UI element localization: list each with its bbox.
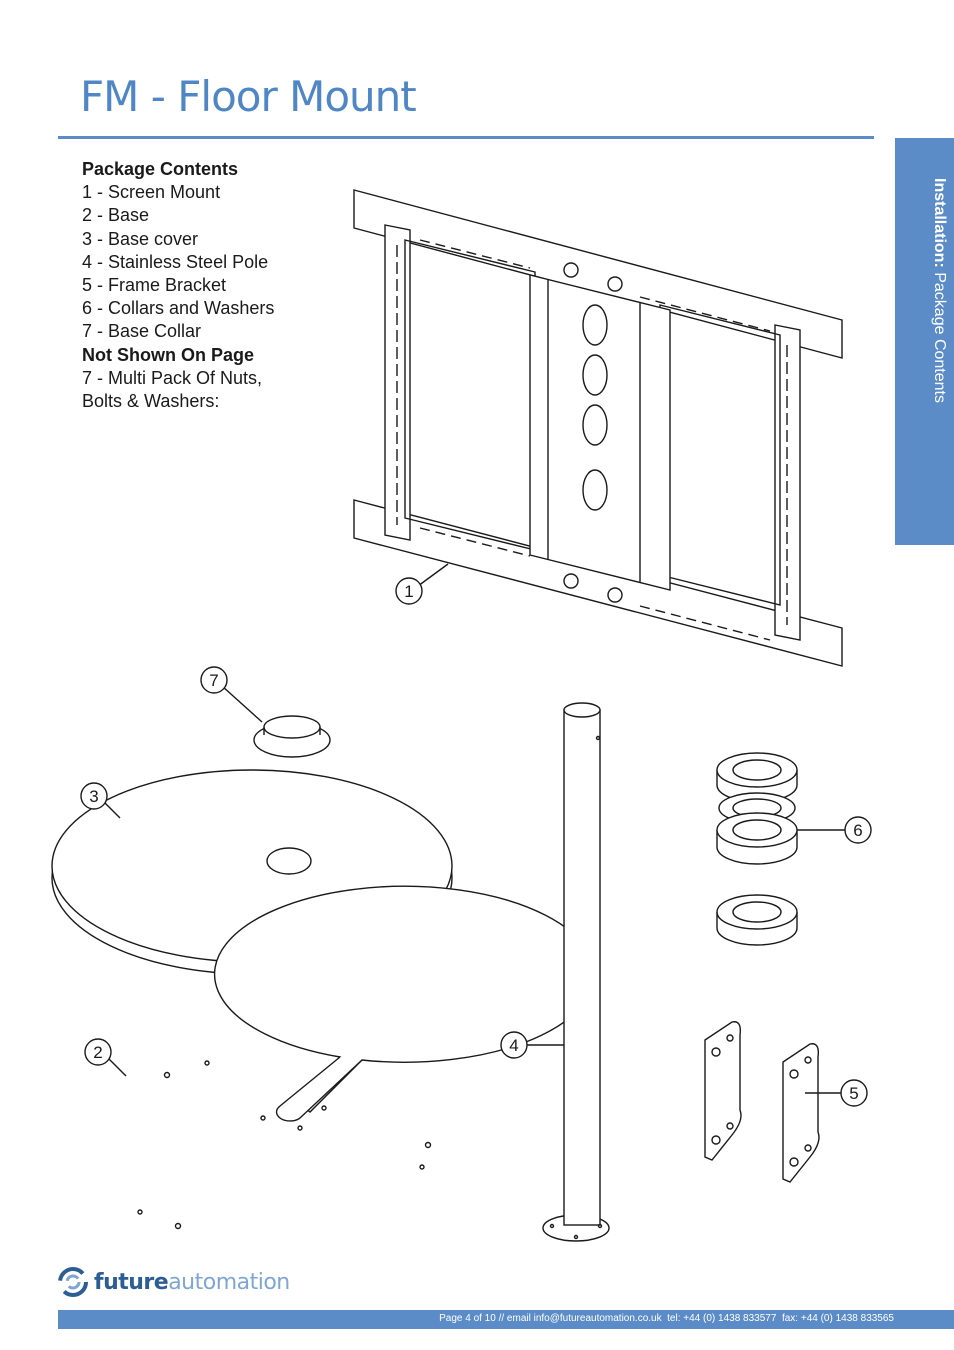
company-logo: futureautomation (58, 1265, 290, 1299)
parts-illustration: 1 7 3 2 (51, 189, 872, 1242)
callout-5-circle (840, 1079, 868, 1107)
base-collar-drawing (253, 715, 331, 758)
title-divider (58, 136, 874, 139)
contents-item-1: 1 - Screen Mount (82, 182, 221, 203)
not-shown-heading: Not Shown On Page (82, 344, 255, 365)
contents-item-5: 5 - Frame Bracket (82, 275, 227, 296)
package-contents-list: Package Contents 1 - Screen Mount 2 - Ba… (82, 158, 274, 413)
callout-5-label: 5 (849, 1084, 858, 1103)
side-tab-section: Installation: (931, 178, 948, 268)
callout-7-label: 7 (209, 671, 218, 690)
screen-mount-drawing (353, 189, 843, 667)
callout-2-label: 2 (93, 1043, 102, 1062)
callout-1-circle (395, 577, 423, 605)
side-tab-topic: Package Contents (931, 267, 948, 403)
logo-wordmark: futureautomation (94, 1269, 290, 1295)
not-shown-item-line1: 7 - Multi Pack Of Nuts, (82, 367, 263, 388)
contents-heading: Package Contents (82, 159, 239, 179)
contents-item-6: 6 - Collars and Washers (82, 298, 275, 319)
footer-bar (58, 1310, 954, 1329)
callout-6-label: 6 (853, 821, 862, 840)
steel-pole-drawing (542, 702, 610, 1242)
footer-contact-text: Page 4 of 10 // email info@futureautomat… (439, 1313, 894, 1324)
side-tab (895, 138, 954, 545)
contents-item-2: 2 - Base (82, 205, 150, 226)
not-shown-item-line2: Bolts & Washers: (82, 391, 220, 412)
frame-brackets-drawing (704, 1021, 820, 1183)
callout-4-circle (500, 1031, 528, 1059)
collars-washers-drawing (716, 752, 798, 946)
callout-1-label: 1 (404, 582, 413, 601)
callout-3-label: 3 (89, 787, 98, 806)
swirl-logo-icon (58, 1267, 88, 1297)
contents-item-7: 7 - Base Collar (82, 321, 202, 342)
contents-item-3: 3 - Base cover (82, 228, 199, 249)
side-tab-label: Installation: Package Contents (898, 178, 948, 478)
contents-item-4: 4 - Stainless Steel Pole (82, 251, 269, 272)
callout-3-circle (80, 782, 108, 810)
callout-6-circle (844, 816, 872, 844)
callout-7-circle (200, 666, 228, 694)
page-title: FM - Floor Mount (80, 72, 417, 121)
callout-4-label: 4 (509, 1036, 518, 1055)
callout-2-circle (84, 1038, 112, 1066)
